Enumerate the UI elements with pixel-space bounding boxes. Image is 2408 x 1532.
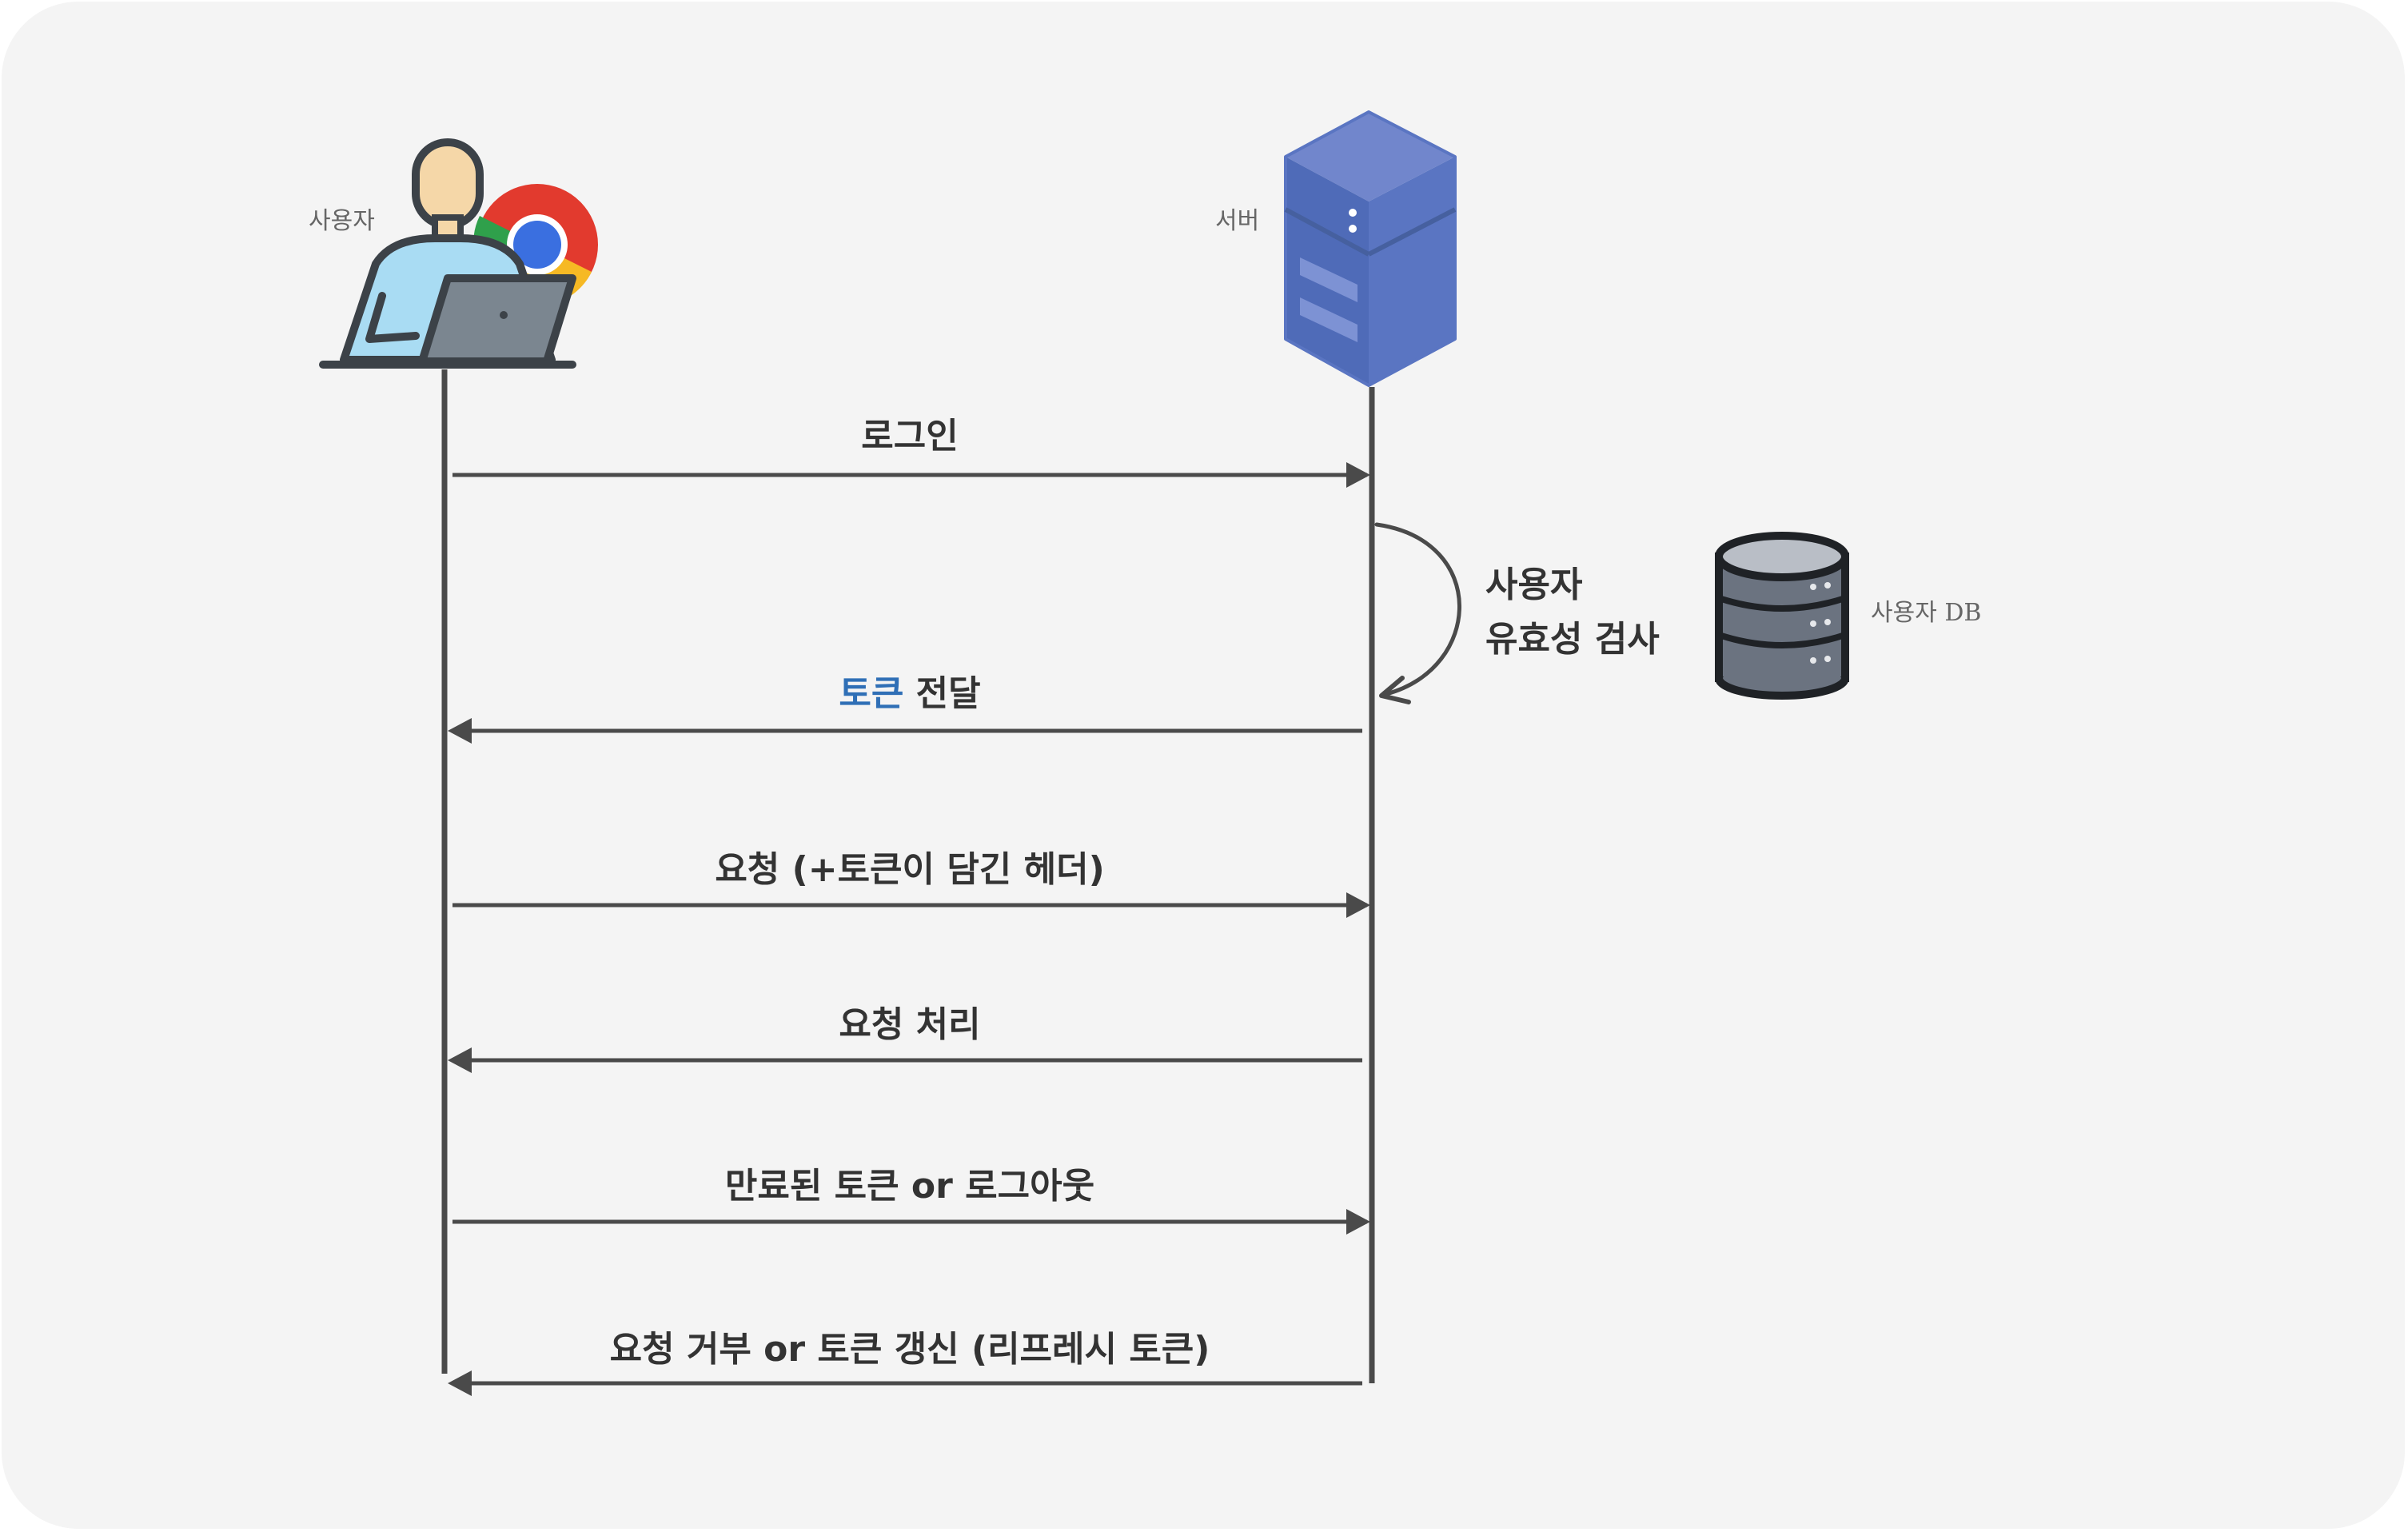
message-arrowhead-5	[1346, 1209, 1370, 1235]
message-arrowhead-3	[1346, 892, 1370, 918]
db-icon	[1715, 532, 1849, 700]
self-check-arrow	[1374, 522, 1461, 696]
message-arrowhead-2	[448, 718, 472, 744]
message-arrowhead-6	[448, 1370, 472, 1396]
message-arrowhead-1	[1346, 462, 1370, 488]
message-label-3: 요청 (+토큰이 담긴 헤더)	[715, 849, 1104, 890]
user-icon	[319, 138, 598, 369]
message-label-text-4: 요청 처리	[839, 1004, 980, 1045]
user-label: 사용자	[309, 207, 375, 235]
message-label-accent-2: 토큰	[839, 673, 903, 714]
message-label-text-3: 요청 (+토큰이 담긴 헤더)	[715, 849, 1104, 890]
server-icon	[1284, 110, 1457, 387]
message-label-text-1: 로그인	[861, 416, 958, 457]
self-check-line1: 사용자	[1485, 565, 1582, 605]
message-label-text-6: 요청 거부 or 토큰 갱신 (리프레시 토큰)	[610, 1329, 1210, 1370]
message-label-4: 요청 처리	[839, 1004, 980, 1045]
message-label-text-2: 전달	[903, 673, 980, 714]
message-arrowhead-4	[448, 1047, 472, 1073]
db-label: 사용자 DB	[1871, 599, 1981, 627]
message-label-5: 만료된 토큰 or 로그아웃	[725, 1166, 1094, 1207]
message-label-6: 요청 거부 or 토큰 갱신 (리프레시 토큰)	[610, 1329, 1210, 1370]
server-label: 서버	[1215, 207, 1259, 235]
message-label-text-5: 만료된 토큰 or 로그아웃	[725, 1166, 1094, 1207]
self-check-line2: 유효성 검사	[1485, 619, 1660, 660]
message-label-1: 로그인	[861, 416, 958, 457]
message-label-2: 토큰 전달	[839, 673, 980, 714]
